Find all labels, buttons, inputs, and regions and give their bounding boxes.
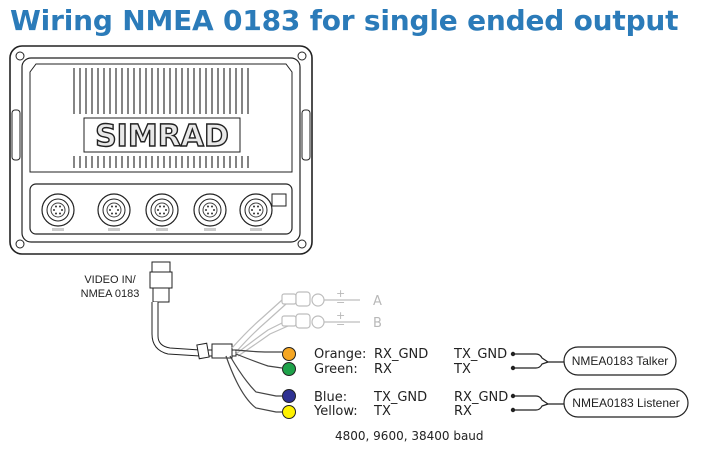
listener-pin-rx: RX <box>454 404 472 419</box>
wire-orange-name: Orange: <box>314 347 366 362</box>
channel-a-minus: − <box>336 296 345 309</box>
wire-green-name: Green: <box>314 362 358 377</box>
display-unit: SIMRAD <box>9 45 313 255</box>
channel-a-label: A <box>373 294 382 309</box>
port-label-line2: NMEA 0183 <box>81 288 140 300</box>
wire-green-signal: RX <box>374 362 392 377</box>
heat-sink-fins <box>73 68 249 168</box>
port-label-line1: VIDEO IN/ <box>84 274 136 286</box>
page-title: Wiring NMEA 0183 for single ended output <box>10 4 679 37</box>
channel-b-plus: + <box>336 309 345 322</box>
wire-yellow-signal: TX <box>373 404 391 419</box>
rca-plugs <box>281 291 360 329</box>
listener-pin-rx-gnd: RX_GND <box>454 390 508 405</box>
talker-label: NMEA0183 Talker <box>572 354 669 368</box>
channel-b-label: B <box>373 316 382 331</box>
connector-port <box>97 193 131 231</box>
wire-dot <box>282 389 296 403</box>
nmea-leads <box>225 349 283 413</box>
video-split-wires <box>231 299 289 357</box>
connector-port <box>145 193 179 231</box>
nmea-cable <box>149 261 237 360</box>
channel-b-minus: − <box>336 318 345 331</box>
wire-dot <box>282 362 296 376</box>
wire-yellow-name: Yellow: <box>313 404 358 419</box>
listener-wiring <box>510 393 564 413</box>
brand-logo: SIMRAD <box>95 119 229 154</box>
listener-label: NMEA0183 Listener <box>572 396 679 410</box>
wire-orange-signal: RX_GND <box>374 347 428 362</box>
listener-box <box>563 388 689 418</box>
wire-blue-name: Blue: <box>314 390 347 405</box>
talker-pin-tx-gnd: TX_GND <box>453 347 507 362</box>
wire-dot <box>282 347 296 361</box>
channel-a-plus: + <box>336 287 345 300</box>
wire-blue-signal: TX_GND <box>373 390 427 405</box>
baud-rates: 4800, 9600, 38400 baud <box>335 429 484 443</box>
talker-box <box>563 346 677 376</box>
wire-color-dots <box>282 347 296 419</box>
connector-port <box>193 193 227 231</box>
connector-panel <box>41 193 273 231</box>
wire-dot <box>282 405 296 419</box>
talker-pin-tx: TX <box>453 362 471 377</box>
connector-port <box>41 193 75 231</box>
talker-wiring <box>510 351 564 371</box>
connector-port <box>239 193 273 231</box>
